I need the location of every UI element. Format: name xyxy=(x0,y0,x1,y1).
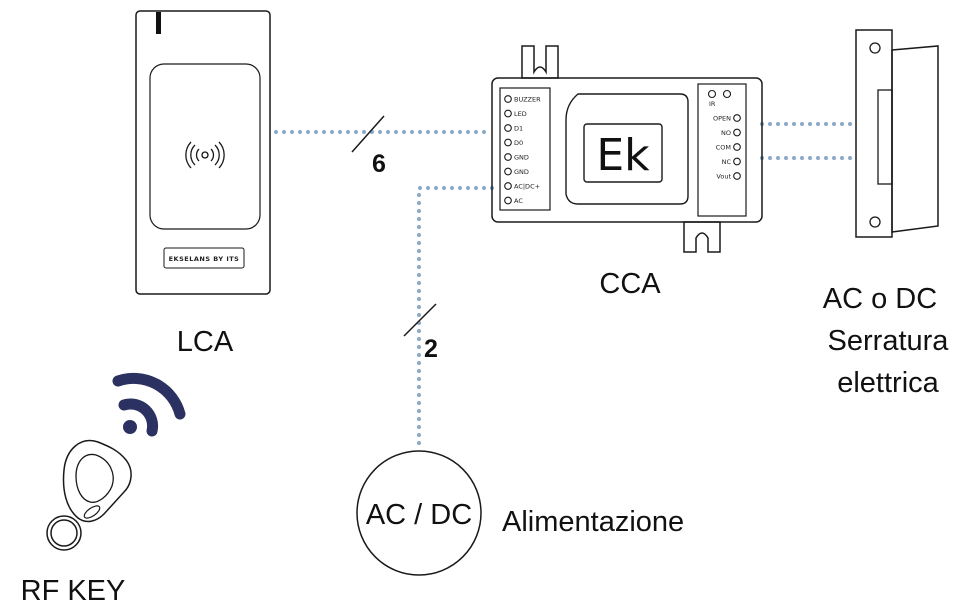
lock-label-line3: elettrica xyxy=(837,367,939,399)
terminal-screw xyxy=(504,95,512,103)
terminal-screw xyxy=(733,114,741,122)
terminal-label-left: D0 xyxy=(514,139,523,147)
power-type-label: AC / DC xyxy=(366,499,472,531)
terminal-label-right: NO xyxy=(721,129,731,137)
terminal-screw xyxy=(733,157,741,166)
reader-brand-label: EKSELANS BY ITS xyxy=(169,255,240,263)
lock-label-line2: Serratura xyxy=(828,325,950,357)
terminal-screw xyxy=(733,128,741,137)
wire-count-6: 6 xyxy=(372,150,386,178)
power-supply: AC / DC xyxy=(356,450,482,576)
controller-name: CCA xyxy=(599,268,661,300)
reader-name: LCA xyxy=(177,326,234,358)
terminal-label-right: COM xyxy=(716,143,731,151)
wire-count-marker-reader: 6 xyxy=(351,115,386,178)
electric-lock xyxy=(855,29,939,238)
terminal-label-left: LED xyxy=(514,110,527,118)
rf-key-name: RF KEY xyxy=(21,575,126,607)
terminal-screw xyxy=(733,172,741,180)
terminal-label-left: BUZZER xyxy=(514,95,541,103)
lock-type: AC o DC xyxy=(823,283,937,315)
reader-status-led xyxy=(156,12,161,34)
wires xyxy=(274,122,858,450)
lock-caption: AC o DC Serratura elettrica xyxy=(823,283,950,399)
wire-count-2: 2 xyxy=(424,335,438,363)
terminal-label-right: Vout xyxy=(716,172,731,180)
terminal-label-left: GND xyxy=(514,168,529,176)
power-caption: Alimentazione xyxy=(502,506,684,538)
terminal-screw xyxy=(504,138,512,147)
terminal-label-right: NC xyxy=(722,158,732,166)
nfc-icon xyxy=(185,141,225,169)
right-terminal-pins: OPEN NO COM NC Vout xyxy=(713,114,741,180)
terminal-screw xyxy=(504,182,512,190)
wire-power-to-controller xyxy=(417,186,494,450)
terminal-screw xyxy=(504,153,512,161)
terminal-label-right: OPEN xyxy=(713,114,731,122)
terminal-screw xyxy=(504,109,512,118)
rf-key-fob xyxy=(46,372,186,551)
lca-reader: EKSELANS BY ITS xyxy=(135,10,271,295)
terminal-screw xyxy=(504,167,512,176)
ek-logo: Ek xyxy=(596,130,650,181)
terminal-label-left: D1 xyxy=(514,124,523,132)
key-fob-icon xyxy=(46,439,132,551)
terminal-screw xyxy=(733,143,741,151)
terminal-label-left: GND xyxy=(514,153,529,161)
ir-label: IR xyxy=(709,100,716,108)
wireless-signal-icon xyxy=(112,372,186,437)
wire-count-marker-power: 2 xyxy=(403,303,438,363)
terminal-screw xyxy=(504,196,512,205)
terminal-screw xyxy=(504,124,512,132)
terminal-label-left: AC xyxy=(514,197,523,205)
terminal-label-left: AC|DC+ xyxy=(514,182,540,190)
